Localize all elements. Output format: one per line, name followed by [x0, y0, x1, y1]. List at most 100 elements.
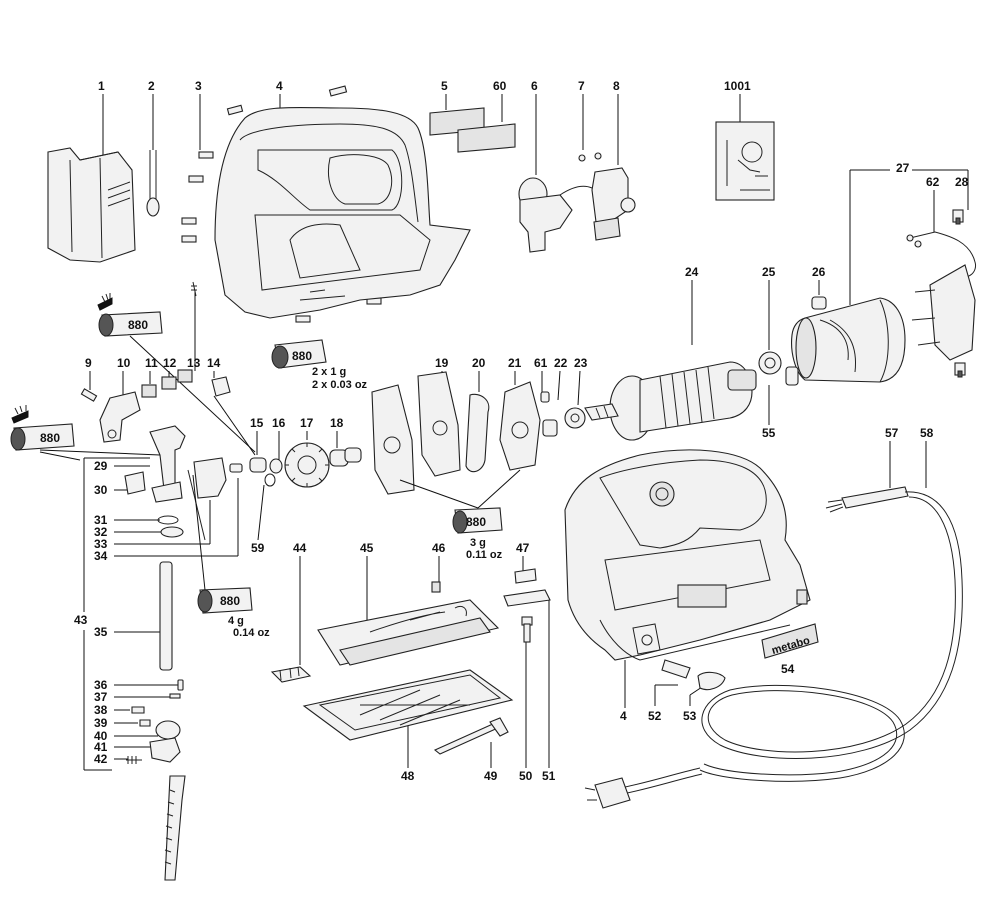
- label-1001: 1001: [724, 79, 751, 93]
- tube-gear: 880 2 x 1 g 2 x 0.03 oz: [271, 339, 368, 391]
- label-33: 33: [94, 537, 108, 551]
- label-30: 30: [94, 483, 108, 497]
- label-31: 31: [94, 513, 108, 527]
- brush-icon: [97, 293, 113, 311]
- part-24-armature: [584, 361, 757, 441]
- label-50: 50: [519, 769, 533, 783]
- lower-right-labels: 4 52 53 54: [620, 660, 795, 723]
- part-1-holder: [47, 147, 136, 263]
- tube-label-rod: 880: [220, 594, 240, 608]
- part-15-18-gear: [249, 442, 362, 488]
- label-7: 7: [578, 79, 585, 93]
- label-44: 44: [293, 541, 307, 555]
- label-25: 25: [762, 265, 776, 279]
- label-14: 14: [207, 356, 221, 370]
- label-49: 49: [484, 769, 498, 783]
- part-5-60-labels: [429, 107, 516, 153]
- part-guide-plates: [371, 371, 586, 495]
- label-27: 27: [896, 161, 910, 175]
- label-5: 5: [441, 79, 448, 93]
- part-4-housing-half: [214, 106, 471, 319]
- label-39: 39: [94, 716, 108, 730]
- label-16: 16: [272, 416, 286, 430]
- part-25-26-bearings: [758, 296, 827, 386]
- label-62: 62: [926, 175, 940, 189]
- label-6: 6: [531, 79, 538, 93]
- gear-number-labels: 15 16 17 18: [250, 416, 344, 460]
- part-7-8-switch-block: [578, 152, 636, 241]
- guide-qty-2: 0.11 oz: [466, 549, 503, 561]
- label-23: 23: [574, 356, 588, 370]
- label-4: 4: [276, 79, 283, 93]
- part-9-14: [80, 281, 256, 456]
- base-labels: 44 45 46 47 48 49 50 51: [293, 541, 556, 783]
- label-51: 51: [542, 769, 556, 783]
- tube-label-guide: 880: [466, 515, 486, 529]
- label-18: 18: [330, 416, 344, 430]
- label-9: 9: [85, 356, 92, 370]
- part-44-51-base: [270, 568, 551, 755]
- label-43: 43: [74, 613, 88, 627]
- gear-qty-2: 2 x 0.03 oz: [312, 379, 368, 391]
- part-35-42-plunger: [126, 561, 186, 881]
- label-11: 11: [145, 356, 158, 370]
- label-10: 10: [117, 356, 131, 370]
- left-lower-labels: 29 30 31 32 33 34 59: [94, 459, 265, 563]
- rod-qty-2: 0.14 oz: [233, 627, 270, 639]
- gear-17: [284, 442, 330, 488]
- label-41: 41: [94, 740, 108, 754]
- label-55: 55: [762, 426, 776, 440]
- lower-left-labels: 35 36 37 38 39 40 41 42: [94, 625, 178, 766]
- label-26: 26: [812, 265, 826, 279]
- rod-qty-1: 4 g: [228, 615, 244, 627]
- tube-icon: [98, 311, 163, 337]
- label-15: 15: [250, 416, 264, 430]
- tube-icon: [10, 423, 75, 451]
- label-36: 36: [94, 678, 108, 692]
- label-12: 12: [163, 356, 177, 370]
- label-59: 59: [251, 541, 265, 555]
- label-58: 58: [920, 426, 934, 440]
- label-32: 32: [94, 525, 108, 539]
- tube-icon: [452, 507, 503, 534]
- plug-icon: [584, 777, 631, 809]
- tube-guide: 880 3 g 0.11 oz: [399, 469, 521, 561]
- label-28: 28: [955, 175, 969, 189]
- part-27-stator: [791, 297, 906, 383]
- part-1001-kit: [715, 121, 775, 201]
- label-35: 35: [94, 625, 108, 639]
- label-19: 19: [435, 356, 449, 370]
- label-21: 21: [508, 356, 522, 370]
- label-47: 47: [516, 541, 530, 555]
- label-24: 24: [685, 265, 699, 279]
- tube-brush-left: 880: [10, 405, 161, 461]
- label-48: 48: [401, 769, 415, 783]
- part-6-switch: [518, 177, 593, 253]
- label-17: 17: [300, 416, 314, 430]
- label-60: 60: [493, 79, 507, 93]
- tube-icon: [197, 587, 253, 614]
- label-37: 37: [94, 690, 108, 704]
- label-34: 34: [94, 549, 108, 563]
- label-3: 3: [195, 79, 202, 93]
- guide-qty-1: 3 g: [470, 537, 486, 549]
- tube-icon: [271, 339, 327, 369]
- label-61: 61: [534, 356, 548, 370]
- gear-qty-1: 2 x 1 g: [312, 366, 346, 378]
- main-housing-4: [564, 449, 811, 661]
- tube-label-left: 880: [40, 431, 60, 445]
- tube-rod: 880 4 g 0.14 oz: [192, 474, 270, 639]
- tube-label-gear: 880: [292, 349, 312, 363]
- label-4-lower: 4: [620, 709, 627, 723]
- label-53: 53: [683, 709, 697, 723]
- motor-labels: 27 62 28 24 25 26 55: [685, 161, 969, 440]
- label-54: 54: [781, 662, 795, 676]
- tube-label-top: 880: [128, 318, 148, 332]
- label-52: 52: [648, 709, 662, 723]
- label-45: 45: [360, 541, 374, 555]
- brush-icon: [11, 405, 29, 424]
- gear-labels: 19 20 21 61 22 23: [435, 356, 588, 406]
- power-cable: 57 58: [584, 426, 963, 809]
- left-upper-labels: 9 10 11 12 13 14: [85, 290, 221, 398]
